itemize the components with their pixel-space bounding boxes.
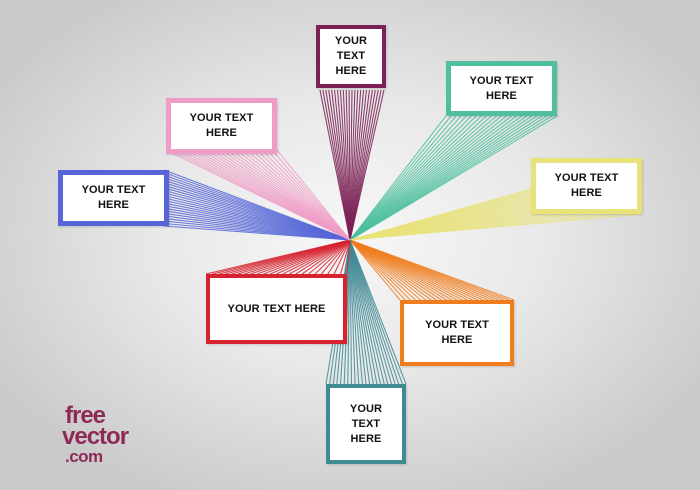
text-box-lower-left: YOUR TEXT HERE bbox=[206, 274, 347, 344]
ray-fan-upper-right bbox=[349, 115, 558, 241]
text-box-left: YOUR TEXT HERE bbox=[58, 170, 169, 226]
ray-fan-top bbox=[319, 89, 385, 241]
text-box-lower-right: YOUR TEXT HERE bbox=[400, 300, 514, 366]
text-box-left-label: YOUR TEXT HERE bbox=[81, 184, 146, 211]
logo-line-vector: vector bbox=[62, 423, 129, 450]
text-box-lower-left-label: YOUR TEXT HERE bbox=[227, 302, 326, 315]
freevector-logo: free vector .com bbox=[62, 402, 162, 472]
text-box-lower-right-label: YOUR TEXT HERE bbox=[425, 319, 489, 346]
ray-fan-left bbox=[163, 169, 351, 241]
text-box-right: YOUR TEXT HERE bbox=[531, 158, 642, 214]
text-box-upper-right: YOUR TEXT HERE bbox=[446, 61, 557, 116]
text-box-right-label: YOUR TEXT HERE bbox=[554, 172, 619, 199]
ray-fan-upper-left bbox=[165, 149, 351, 241]
text-box-upper-left-label: YOUR TEXT HERE bbox=[189, 112, 254, 139]
logo-line-com: .com bbox=[65, 447, 103, 466]
text-box-upper-right-label: YOUR TEXT HERE bbox=[469, 74, 534, 102]
logo-line-free: free bbox=[65, 402, 106, 429]
text-box-upper-left: YOUR TEXT HERE bbox=[166, 98, 277, 154]
ray-fan-lower-right bbox=[349, 239, 515, 301]
ray-fan-lower-left bbox=[205, 239, 351, 275]
